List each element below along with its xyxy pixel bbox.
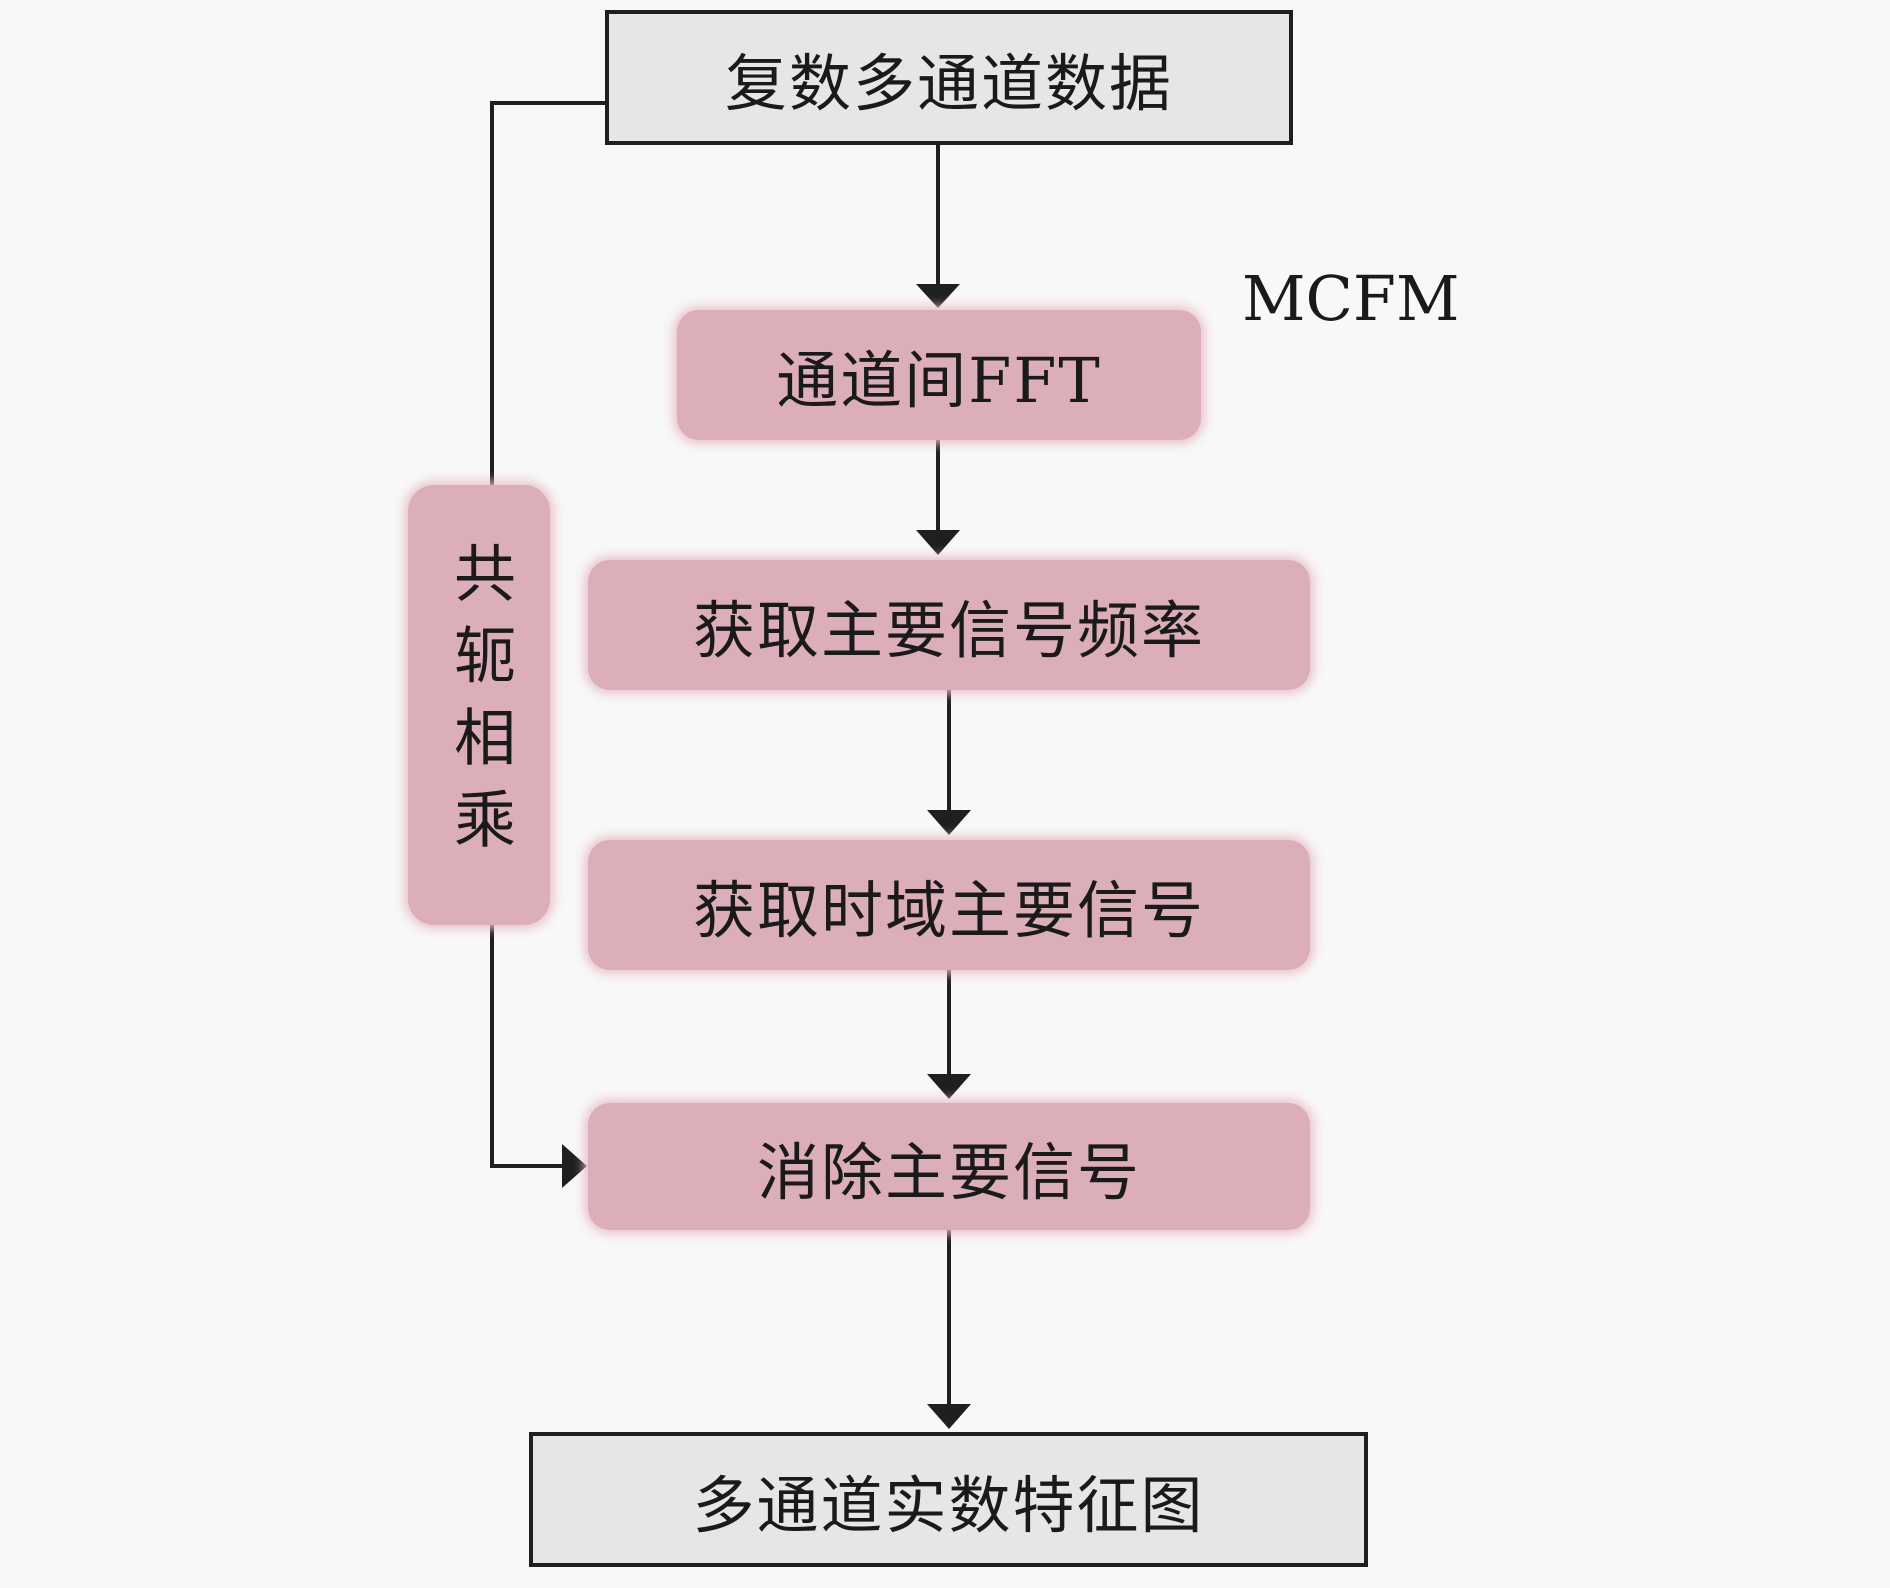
arrow-freq-to-time	[927, 690, 971, 835]
output-node-label: 多通道实数特征图	[692, 1468, 1205, 1542]
fft-node: 通道间FFT	[677, 310, 1201, 440]
cancel-node: 消除主要信号	[588, 1103, 1310, 1230]
fft-node-label: 通道间FFT	[776, 344, 1102, 417]
arrow-fft-to-freq	[916, 440, 960, 555]
cancel-node-label: 消除主要信号	[756, 1135, 1141, 1209]
input-node-label: 复数多通道数据	[724, 46, 1173, 120]
line-input-to-conj	[490, 101, 605, 485]
freq-node: 获取主要信号频率	[588, 560, 1310, 690]
freq-node-label: 获取主要信号频率	[692, 594, 1205, 667]
conj-node: 共轭相乘	[408, 485, 550, 925]
arrow-time-to-cancel	[927, 970, 971, 1099]
time-node: 获取时域主要信号	[588, 840, 1310, 970]
input-node: 复数多通道数据	[605, 10, 1293, 145]
arrow-cancel-to-output	[927, 1230, 971, 1429]
conj-node-label: 共轭相乘	[443, 541, 516, 869]
arrow-conj-to-cancel	[490, 925, 587, 1188]
arrow-input-to-fft	[916, 145, 960, 308]
mcfm-label: MCFM	[1242, 262, 1460, 335]
output-node: 多通道实数特征图	[529, 1432, 1368, 1567]
time-node-label: 获取时域主要信号	[692, 874, 1205, 947]
